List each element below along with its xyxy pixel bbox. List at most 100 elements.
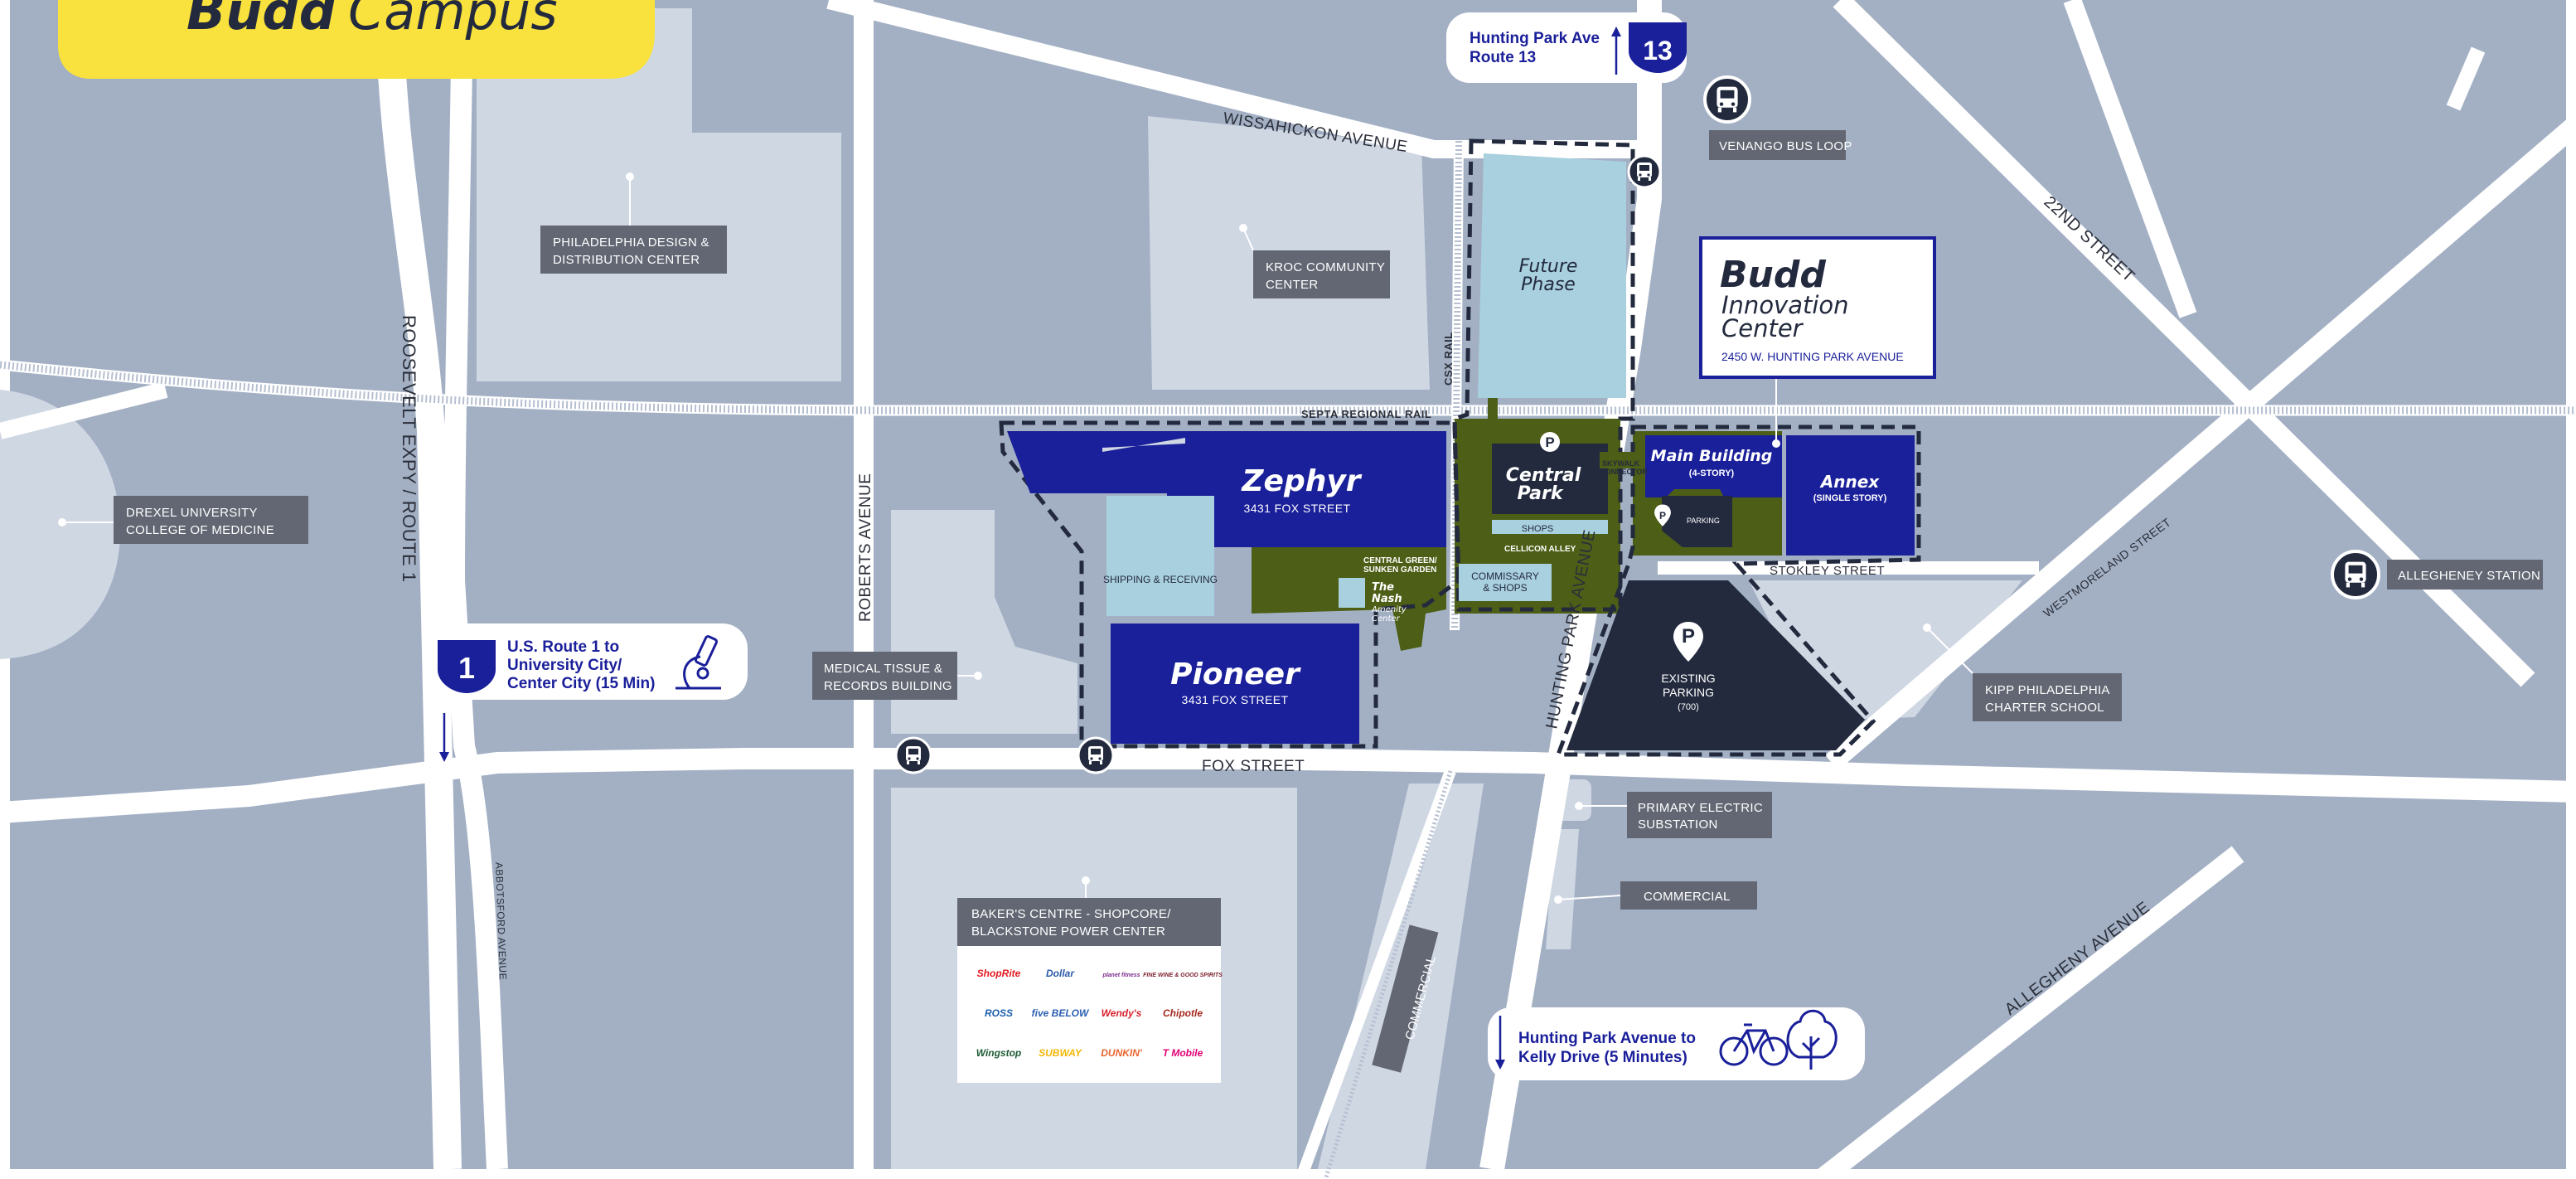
nash-3: Amenity	[1371, 605, 1407, 614]
small-parking[interactable]	[1662, 496, 1732, 547]
arrow-down-icon	[1495, 1060, 1505, 1070]
campus-boundary	[999, 138, 1921, 757]
nash-1: The	[1372, 581, 1394, 594]
label-medical-1: MEDICAL TISSUE &	[824, 662, 942, 676]
nash-4: Center	[1372, 614, 1401, 623]
kelly-line-1: Hunting Park Avenue to	[1518, 1030, 1696, 1047]
title-badge: Budd Campus	[58, 0, 655, 79]
main-building-sub: (4-STORY)	[1689, 468, 1735, 478]
central-green-1: CENTRAL GREEN/	[1363, 556, 1437, 565]
label-substation-2: SUBSTATION	[1638, 818, 1718, 832]
pioneer-building[interactable]	[1111, 623, 1359, 744]
bus-icon-venango[interactable]	[1703, 75, 1751, 124]
innovation-address: 2450 W. HUNTING PARK AVENUE	[1721, 350, 1904, 363]
route1-arrow	[439, 713, 449, 762]
rail-label-septa: SEPTA REGIONAL RAIL	[1301, 408, 1431, 420]
route13-callout[interactable]: Hunting Park Ave Route 13 13	[1446, 12, 1687, 83]
skywalk-2: CONNECTOR	[1600, 468, 1648, 476]
existing-parking-3: (700)	[1678, 702, 1699, 712]
route1-shield: 1	[458, 651, 475, 685]
zephyr-building[interactable]	[1007, 431, 1446, 547]
street-label-roberts: ROBERTS AVENUE	[857, 473, 874, 622]
commissary-1: COMMISSARY	[1471, 570, 1539, 582]
route1-callout[interactable]: 1 U.S. Route 1 to University City/ Cente…	[423, 623, 748, 700]
bicycle-icon	[1719, 1023, 1789, 1066]
zephyr-notch	[1102, 438, 1185, 452]
nash-2: Nash	[1372, 593, 1402, 605]
label-kroc-2: CENTER	[1266, 278, 1318, 292]
nash-building[interactable]	[1339, 578, 1365, 608]
label-drexel-2: COLLEGE OF MEDICINE	[126, 523, 274, 537]
zephyr-name: Zephyr	[1241, 464, 1362, 498]
pioneer-address: 3431 FOX STREET	[1182, 693, 1289, 706]
bus-icon-allegheny[interactable]	[2331, 550, 2380, 599]
central-park-line-1: Central	[1506, 465, 1581, 486]
retailer-logo: FINE WINE & GOOD SPIRITS	[1143, 973, 1223, 978]
central-green-2: SUNKEN GARDEN	[1363, 565, 1436, 575]
existing-parking-p: P	[1682, 625, 1695, 648]
kelly-callout[interactable]: Hunting Park Avenue to Kelly Drive (5 Mi…	[1488, 1007, 1865, 1080]
retailer-logo: five BELOW	[1032, 1007, 1090, 1019]
central-park[interactable]	[1492, 444, 1608, 514]
existing-parking[interactable]	[1566, 580, 1865, 750]
annex-sub: (SINGLE STORY)	[1813, 493, 1887, 503]
main-building[interactable]	[1645, 435, 1782, 497]
central-park-p-marker: P	[1545, 434, 1554, 450]
label-bakers-1: BAKER'S CENTRE - SHOPCORE/	[971, 907, 1171, 921]
label-medical-2: RECORDS BUILDING	[824, 679, 952, 693]
future-phase[interactable]	[1478, 153, 1626, 398]
label-kipp-2: CHARTER SCHOOL	[1985, 701, 2104, 715]
skywalk-1: SKYWALK	[1602, 459, 1640, 468]
central-park-line-2: Park	[1517, 483, 1563, 504]
building-labels: Zephyr 3431 FOX STREET Pioneer 3431 FOX …	[1103, 256, 1887, 712]
commissary[interactable]	[1459, 564, 1552, 601]
label-phila-design-1: PHILADELPHIA DESIGN &	[553, 235, 709, 250]
route1-line-2: University City/	[507, 657, 622, 674]
label-kroc-1: KROC COMMUNITY	[1266, 260, 1385, 274]
label-drexel-1: DREXEL UNIVERSITY	[126, 506, 258, 520]
street-label-fox: FOX STREET	[1202, 758, 1305, 775]
route-shield-icon	[438, 640, 496, 693]
innovation-line-1: Budd	[1720, 254, 1826, 296]
future-line-2: Phase	[1521, 274, 1576, 295]
shipping-label: SHIPPING & RECEIVING	[1103, 574, 1218, 585]
bus-stops	[894, 75, 2380, 774]
route13-line-1: Hunting Park Ave	[1470, 30, 1600, 47]
annex-building[interactable]	[1786, 435, 1915, 556]
retailer-logo: Wendy's	[1102, 1007, 1142, 1019]
retailer-logo: planet fitness	[1102, 973, 1140, 978]
poi-labels: PHILADELPHIA DESIGN & DISTRIBUTION CENTE…	[58, 130, 2543, 1073]
zephyr-address: 3431 FOX STREET	[1244, 502, 1351, 515]
retailer-logo: Chipotle	[1163, 1007, 1203, 1019]
street-label-roosevelt: ROOSEVELT EXPY / ROUTE 1	[399, 315, 419, 583]
label-commercial: COMMERCIAL	[1644, 890, 1731, 904]
route1-line-1: U.S. Route 1 to	[507, 638, 619, 656]
route1-line-3: Center City (15 Min)	[507, 675, 655, 692]
main-building-name: Main Building	[1651, 447, 1773, 465]
tree-icon	[1786, 1009, 1838, 1070]
bus-icon-hunting-park[interactable]	[1627, 154, 1662, 189]
bus-icon-fox[interactable]	[1077, 736, 1115, 774]
retailer-logo: T Mobile	[1163, 1047, 1203, 1059]
cellicon-label: CELLICON ALLEY	[1504, 545, 1576, 554]
innovation-line-2: Innovation	[1721, 291, 1849, 319]
street-label-stokley: STOKLEY STREET	[1770, 564, 1885, 578]
pioneer-name: Pioneer	[1170, 657, 1301, 691]
label-substation-1: PRIMARY ELECTRIC	[1638, 801, 1763, 815]
existing-parking-1: EXISTING	[1661, 672, 1715, 685]
shipping-receiving[interactable]	[1106, 496, 1214, 616]
innovation-line-3: Center	[1721, 314, 1804, 342]
buildings	[1007, 153, 1915, 750]
shops-strip[interactable]	[1492, 520, 1608, 534]
bus-icon-roberts[interactable]	[894, 736, 932, 774]
arrow-up-icon	[1611, 27, 1621, 36]
commissary-2: & SHOPS	[1483, 582, 1527, 594]
arrow-down-icon	[439, 752, 449, 762]
skywalk-connector	[1600, 452, 1637, 468]
annex-name: Annex	[1819, 472, 1881, 492]
small-parking-p: P	[1659, 510, 1666, 522]
retailer-logo: Wingstop	[976, 1047, 1022, 1059]
innovation-callout[interactable]: Budd Innovation Center 2450 W. HUNTING P…	[1699, 236, 1936, 448]
